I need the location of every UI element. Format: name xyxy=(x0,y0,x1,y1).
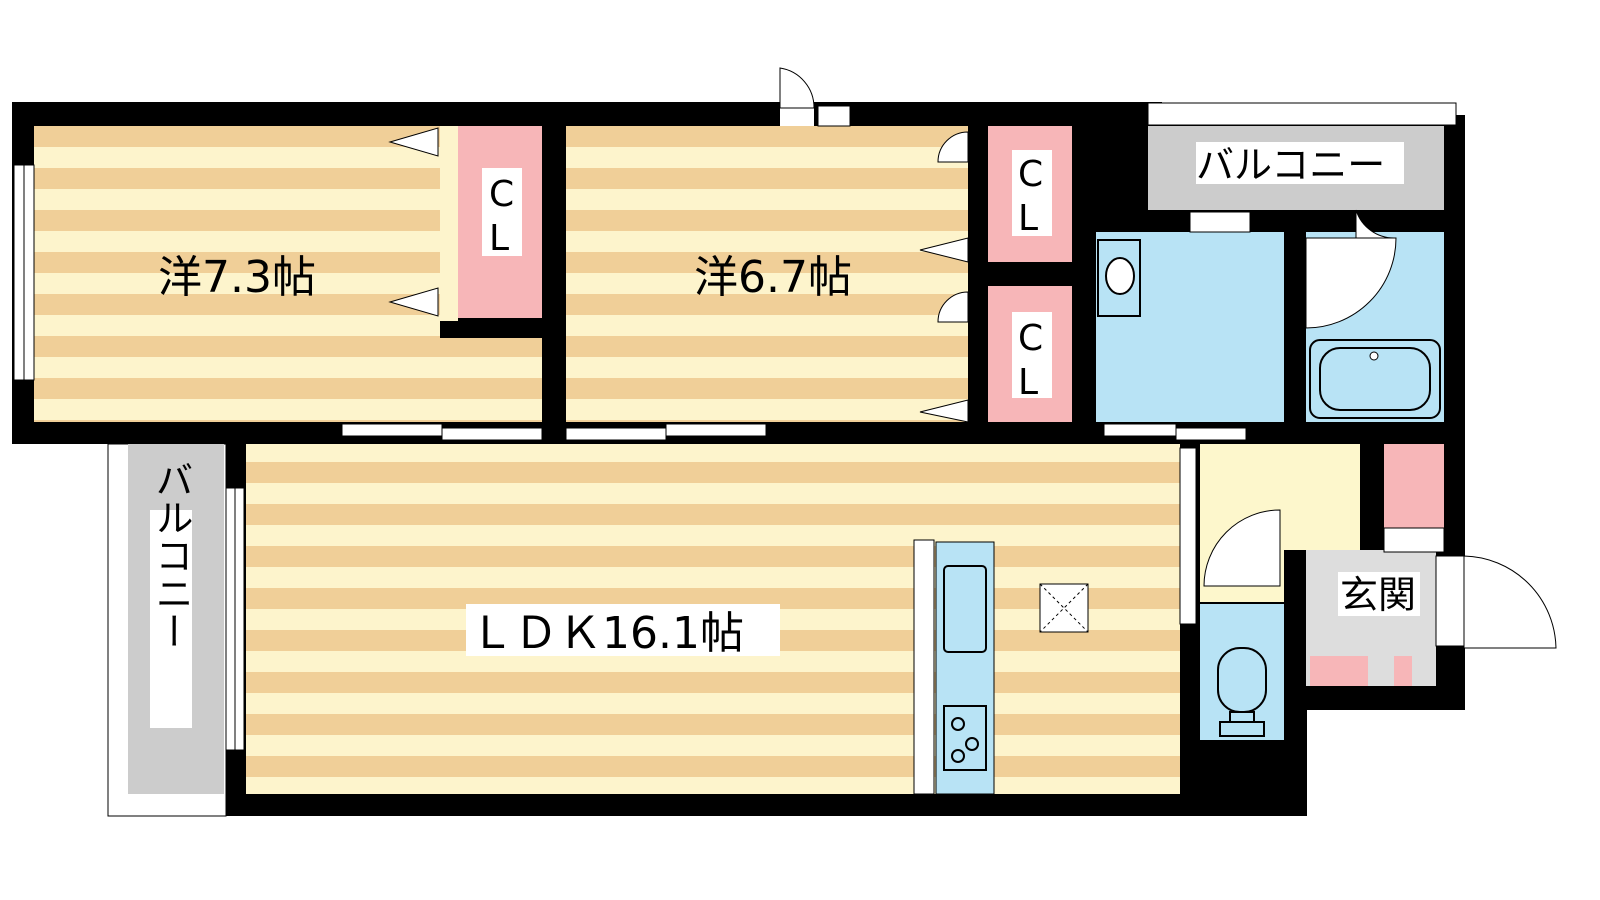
room-label-western-1: 洋7.3帖 xyxy=(158,252,316,303)
balcony-top-label: バルコニー xyxy=(1196,143,1385,187)
ventilation-icon xyxy=(1039,583,1089,633)
kitchen-counter xyxy=(913,539,995,795)
stove-icon xyxy=(943,705,987,771)
toilet-icon xyxy=(1217,647,1267,737)
balcony-left: バルコニー xyxy=(107,443,245,817)
balcony-top: バルコニー xyxy=(1147,102,1457,210)
room-label-western-2: 洋6.7帖 xyxy=(694,252,852,303)
closet-2-l: L xyxy=(1018,198,1038,239)
room-ldk: ＬＤＫ16.1帖 xyxy=(246,444,1180,795)
hallway xyxy=(1179,444,1444,625)
closet-2: C L xyxy=(988,126,1072,262)
toilet-room xyxy=(1200,604,1284,740)
closet-1-l: L xyxy=(489,218,509,259)
bathtub-icon xyxy=(1309,339,1441,419)
closet-3-c: C xyxy=(1018,318,1043,359)
closet-1-c: C xyxy=(489,174,514,215)
bathroom xyxy=(1305,209,1444,422)
entrance-label: 玄関 xyxy=(1340,573,1416,617)
room-label-ldk: ＬＤＫ16.1帖 xyxy=(470,608,744,659)
room-western-1: 洋7.3帖 xyxy=(13,126,542,422)
closet-3-l: L xyxy=(1018,362,1038,403)
entrance: 玄関 xyxy=(1306,527,1557,686)
washbasin-icon xyxy=(1097,239,1141,317)
closet-2-c: C xyxy=(1018,154,1043,195)
closet-1: C L xyxy=(458,126,542,318)
interior-sliding-doors xyxy=(341,423,1247,441)
room-western-2: 洋6.7帖 xyxy=(566,67,969,423)
washroom xyxy=(1096,211,1284,422)
closet-3: C L xyxy=(988,286,1072,422)
kitchen-sink-icon xyxy=(943,565,987,653)
balcony-left-label: バルコニー xyxy=(149,460,193,650)
